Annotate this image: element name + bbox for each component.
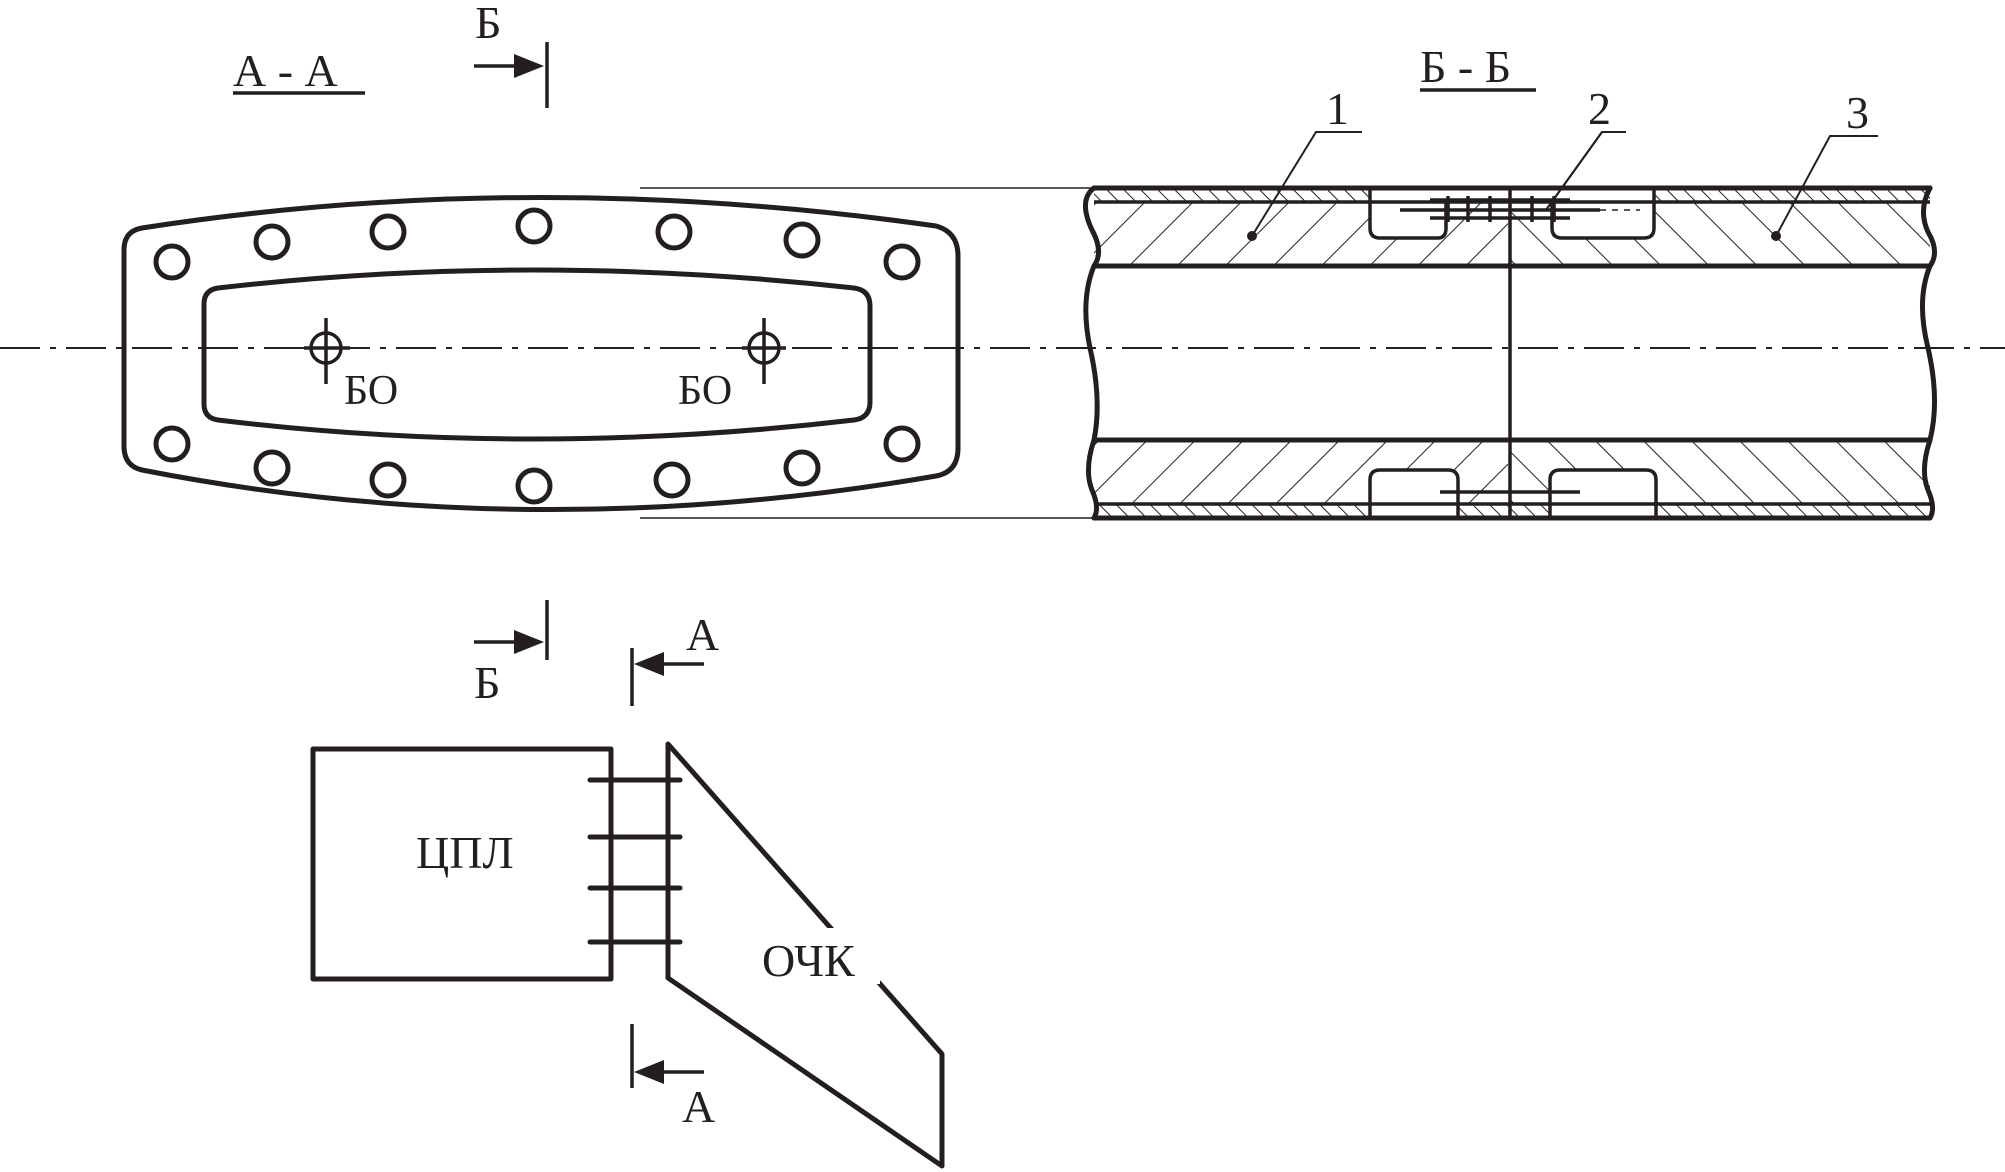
arrow-icon (634, 1060, 664, 1084)
section-aa-title: А - А (233, 45, 365, 96)
section-aa-label: А - А (233, 45, 338, 96)
bolt-hole-icon (783, 221, 821, 259)
arrow-icon (514, 630, 544, 654)
bolt-hole-icon (369, 213, 407, 251)
section-marker-b-bottom-label: Б (474, 657, 500, 708)
section-marker-a-bottom: А (630, 1024, 715, 1132)
bolt-hole-icon (153, 243, 191, 281)
section-bb-title: Б - Б (1420, 41, 1536, 92)
section-marker-a-bottom-label: А (682, 1081, 715, 1132)
bolt-hole-label-right: БО (678, 368, 732, 414)
arrow-icon (514, 54, 544, 78)
flange-outline (121, 195, 961, 513)
bolt-hole-icon (153, 425, 191, 463)
locating-hole-left-icon (304, 318, 350, 384)
bolt-hole-icon (515, 207, 553, 245)
callout-3: 3 (1846, 87, 1869, 138)
bolt-hole-icon (883, 425, 921, 463)
block-cpl-label: ЦПЛ (416, 827, 514, 878)
block-diagram: ЦПЛ ОЧК (310, 741, 945, 1169)
block-ochk-label: ОЧК (762, 935, 855, 986)
callout-2: 2 (1588, 83, 1611, 134)
section-bb-label: Б - Б (1420, 41, 1511, 92)
block-cpl (310, 746, 614, 982)
section-marker-a-top-label: А (686, 609, 719, 660)
bolt-hole-icon (253, 449, 291, 487)
bolt-hole-icon (783, 449, 821, 487)
locating-hole-right-icon (742, 318, 786, 384)
section-bb-view: 1 2 3 (1083, 83, 1937, 521)
bolt-hole-icon (515, 467, 553, 505)
callout-1: 1 (1326, 83, 1349, 134)
section-marker-a-top: А (630, 609, 719, 706)
bolt-hole-icon (253, 223, 291, 261)
bolt-hole-label-left: БО (344, 368, 398, 414)
section-marker-b-bottom: Б (474, 600, 549, 708)
section-marker-b-top: Б (474, 0, 549, 108)
bolt-hole-icon (653, 461, 691, 499)
flange-inner-window (201, 267, 873, 442)
bolt-hole-icon (369, 461, 407, 499)
bolt-hole-icon (655, 213, 693, 251)
flange-view: БО БО (121, 187, 1094, 519)
arrow-icon (634, 652, 664, 676)
bolt-hole-icon (883, 243, 921, 281)
section-marker-b-top-label: Б (475, 0, 501, 48)
